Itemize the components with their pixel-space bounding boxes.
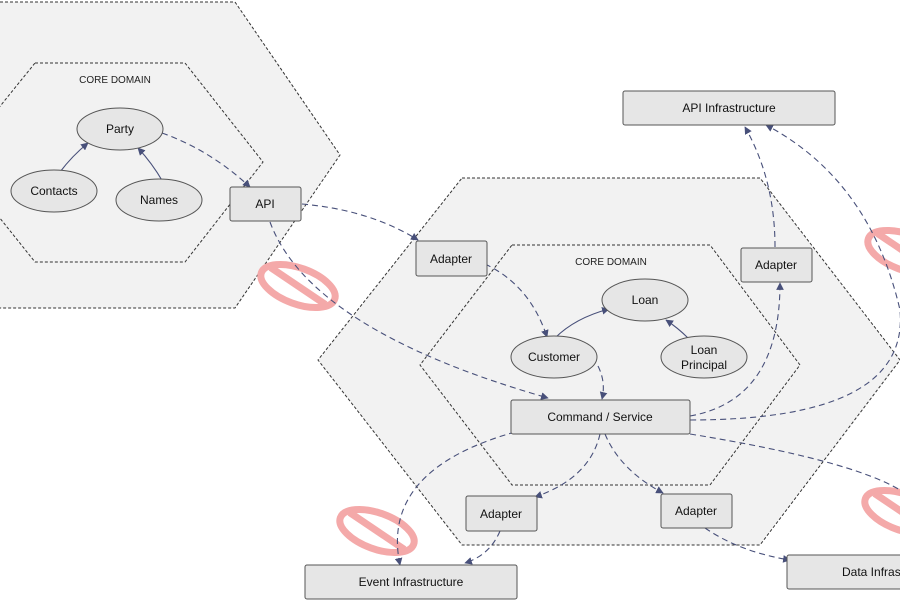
- arrow-party-to-api: [161, 132, 251, 188]
- data-infrastructure-label: Data Infrastructure: [842, 565, 900, 579]
- arrow-command-to-api-adapter: [689, 282, 784, 417]
- adapter-data-label: Adapter: [675, 504, 717, 518]
- arrow-event-adapter-to-event-infra: [464, 530, 501, 565]
- arrow-command-to-event-adapter: [534, 433, 601, 499]
- arrow-data-adapter-to-data-infra: [704, 527, 791, 563]
- command-service-label: Command / Service: [547, 410, 653, 424]
- data-infrastructure-box[interactable]: Data Infrastructure: [786, 554, 900, 590]
- api-infrastructure-box[interactable]: API Infrastructure: [622, 90, 836, 126]
- api-port[interactable]: API: [229, 186, 302, 222]
- adapter-api-infra-label: Adapter: [755, 258, 797, 272]
- left-core-domain-label: CORE DOMAIN: [79, 75, 151, 86]
- prohibited-icon-left: [257, 260, 339, 312]
- adapter-event-label: Adapter: [480, 507, 522, 521]
- api-infrastructure-label: API Infrastructure: [682, 101, 776, 115]
- adapter-api-infra[interactable]: Adapter: [740, 247, 813, 283]
- arrow-customer-to-loan: [554, 307, 610, 339]
- entity-loan-label: Loan: [632, 293, 659, 307]
- adapter-event[interactable]: Adapter: [465, 495, 538, 532]
- entity-customer[interactable]: Customer: [510, 335, 598, 379]
- arrow-principal-to-loan: [665, 319, 689, 339]
- entity-party[interactable]: Party: [76, 107, 164, 151]
- arrow-api-to-command: [269, 221, 549, 400]
- arrow-adapter-to-customer: [484, 263, 549, 338]
- adapter-inbound[interactable]: Adapter: [415, 240, 488, 277]
- entity-customer-label: Customer: [528, 350, 580, 364]
- event-infrastructure-box[interactable]: Event Infrastructure: [304, 564, 518, 600]
- entity-loan-principal-label-line1: Loan: [691, 343, 718, 357]
- entity-names[interactable]: Names: [115, 178, 203, 222]
- event-infrastructure-label: Event Infrastructure: [359, 575, 464, 589]
- left-core-hexagon: [0, 62, 264, 263]
- adapter-data[interactable]: Adapter: [660, 493, 733, 529]
- arrow-command-to-api-infra-direct: [689, 124, 900, 421]
- prohibited-icon-api-infra: [864, 226, 900, 278]
- arrow-command-to-event-infra: [394, 431, 516, 566]
- prohibited-icon-data-infra: [861, 486, 900, 538]
- right-core-domain-label: CORE DOMAIN: [575, 257, 647, 268]
- command-service-box[interactable]: Command / Service: [510, 399, 691, 435]
- prohibited-icon-event: [336, 505, 418, 557]
- adapter-inbound-label: Adapter: [430, 252, 472, 266]
- entity-loan-principal-label-line2: Principal: [681, 358, 727, 372]
- entity-loan-principal[interactable]: Loan Principal: [660, 335, 748, 379]
- entity-party-label: Party: [106, 122, 134, 136]
- arrow-customer-to-command: [597, 365, 608, 400]
- api-port-label: API: [255, 197, 274, 211]
- entity-names-label: Names: [140, 193, 178, 207]
- arrow-adapter-to-api-infra: [744, 126, 776, 248]
- arrow-contacts-to-party: [59, 142, 89, 173]
- entity-loan[interactable]: Loan: [601, 278, 689, 322]
- entity-contacts[interactable]: Contacts: [10, 169, 98, 213]
- arrow-api-to-adapter: [301, 203, 419, 241]
- entity-contacts-label: Contacts: [30, 184, 77, 198]
- arrow-command-to-data-adapter: [604, 433, 664, 494]
- arrow-command-to-data-infra-direct: [689, 433, 900, 491]
